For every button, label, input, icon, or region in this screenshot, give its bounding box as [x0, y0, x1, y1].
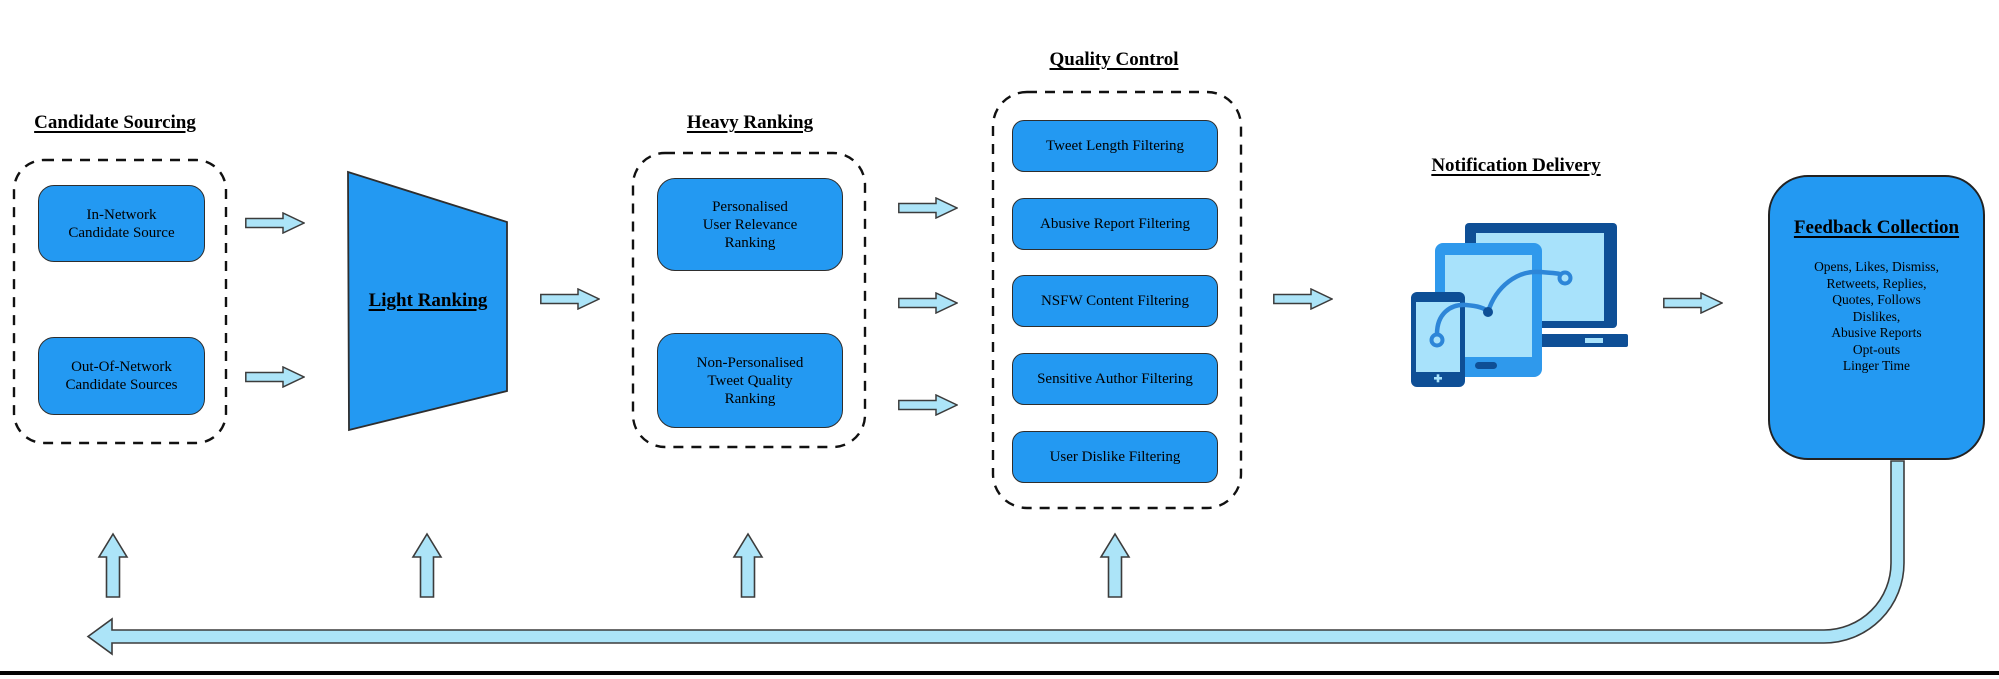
- feedback-item-line: Linger Time: [1842, 358, 1911, 373]
- multi-device-icon: [1411, 223, 1628, 387]
- arrow-quality-to-delivery: [1273, 288, 1333, 310]
- feedback-item-line: Retweets, Replies,: [1826, 275, 1927, 291]
- feedback-up-arrow-candidate-sourcing: [97, 532, 129, 598]
- feedback-collection-title: Feedback Collection: [1793, 217, 1960, 238]
- feedback-up-arrow-quality-control: [1099, 532, 1131, 598]
- feedback-item-line: Opt-outs: [1852, 341, 1901, 357]
- candidate-sourcing-title: Candidate Sourcing: [34, 112, 196, 133]
- user-dislike-filtering-box: User Dislike Filtering: [1012, 431, 1218, 483]
- arrow-heavy-to-quality-middle: [898, 292, 958, 314]
- arrow-light-to-heavy-ranking: [540, 288, 600, 310]
- feedback-collection-box: Feedback Collection Opens, Likes, Dismis…: [1768, 175, 1985, 460]
- feedback-up-arrow-heavy-ranking: [732, 532, 764, 598]
- arrow-heavy-to-quality-bottom: [898, 394, 958, 416]
- arrow-heavy-to-quality-top: [898, 197, 958, 219]
- notification-delivery-title: Notification Delivery: [1431, 155, 1601, 176]
- out-of-network-candidate-sources-box: Out-Of-Network Candidate Sources: [38, 337, 205, 415]
- bottom-border-line: [0, 671, 1999, 675]
- nsfw-content-filtering-box: NSFW Content Filtering: [1012, 275, 1218, 327]
- tweet-length-filtering-box: Tweet Length Filtering: [1012, 120, 1218, 172]
- in-network-candidate-source-box: In-Network Candidate Source: [38, 185, 205, 262]
- personalised-user-relevance-ranking-box: Personalised User Relevance Ranking: [657, 178, 843, 271]
- feedback-item-line: Quotes, Follows: [1832, 292, 1921, 307]
- quality-control-title: Quality Control: [1049, 49, 1179, 70]
- feedback-item-line: Opens, Likes, Dismiss,: [1814, 259, 1939, 274]
- heavy-ranking-group-outline: [631, 151, 867, 449]
- arrow-out-of-network-to-light-ranking: [245, 366, 305, 388]
- feedback-loop-arrow: [86, 460, 1905, 656]
- quality-control-group-outline: [991, 90, 1243, 510]
- arrow-delivery-to-feedback: [1663, 292, 1723, 314]
- non-personalised-tweet-quality-ranking-box: Non-Personalised Tweet Quality Ranking: [657, 333, 843, 428]
- arrow-in-network-to-light-ranking: [245, 212, 305, 234]
- abusive-report-filtering-box: Abusive Report Filtering: [1012, 198, 1218, 250]
- feedback-signal-list: Opens, Likes, Dismiss, Retweets, Replies…: [1814, 259, 1939, 375]
- feedback-item-line: Dislikes,: [1852, 308, 1901, 324]
- sensitive-author-filtering-box: Sensitive Author Filtering: [1012, 353, 1218, 405]
- heavy-ranking-title: Heavy Ranking: [686, 112, 814, 133]
- light-ranking-funnel: [347, 170, 508, 432]
- candidate-sourcing-group-outline: [12, 158, 228, 445]
- light-ranking-label: Light Ranking: [368, 289, 488, 311]
- feedback-up-arrow-light-ranking: [411, 532, 443, 598]
- feedback-item-line: Abusive Reports: [1831, 325, 1922, 340]
